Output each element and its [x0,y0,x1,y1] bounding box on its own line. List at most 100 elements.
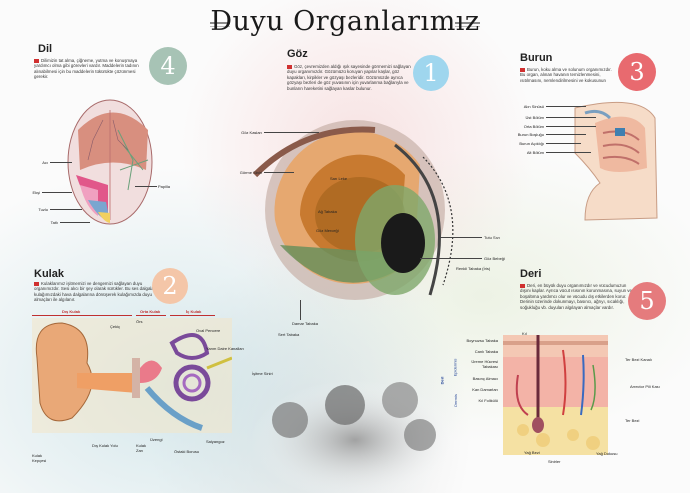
kulak-bar-orta [136,315,166,316]
kulak-section-orta: Orta Kulak [140,309,161,314]
burun-line-5 [546,143,581,144]
dil-number: 4 [160,52,176,80]
goz-line-gorme [264,172,294,173]
dil-text: Dilimizin tat alma, çiğneme, yutma ve ko… [34,58,144,80]
kulak-bullet [34,281,39,286]
tongue-illustration [67,99,153,225]
kulak-label-ostaki: Östaki Borusu [174,449,200,454]
deri-label-arrector: Arrector Pili Kası [630,384,660,389]
goz-text-body: Göz, çevremizden aldığı ışık sayesinde g… [287,64,411,91]
nose-illustration [574,101,658,221]
burun-number-badge: 3 [618,53,656,91]
goz-label-goz-bebegi: Göz Bebeği [484,256,505,261]
people-photo [250,380,460,493]
kulak-label-kulak-kepcesi: Kulak Kepçesi [32,453,47,463]
kulak-label-oval-pencere: Oval Pencere [196,328,221,333]
dil-line-eksi [42,192,72,193]
burun-line-6 [546,152,591,153]
goz-label-sert-tabaka: Sert Tabaka [278,332,300,337]
goz-label-ag-tabaka: Ağ Tabaka [318,209,337,214]
dil-line-tuzlu [50,209,82,210]
title-rule-right [455,22,480,27]
dil-line-aci [50,162,72,163]
burun-text-body: Burun, koku alma ve solunum organımızdır… [520,67,612,83]
kulak-number-badge: 2 [152,268,188,304]
burun-label-alt-bolum: Alt Bölüm [526,150,544,155]
kulak-section-dis: Dış Kulak [62,309,81,314]
burun-label-orta-bolum: Orta Bölüm [523,124,544,129]
kulak-text: Kulaklarımız işitmemizi ve dengemizi sağ… [34,281,160,303]
dil-line-papilla [135,186,157,187]
dil-text-body: Dilimizin tat alma, çiğneme, yutma ve ko… [34,58,139,80]
burun-label-ust-bolum: Üst Bölüm [525,115,544,120]
burun-title: Burun [520,52,553,64]
goz-label-tutu-sivi: Tutu Sıvı [484,235,500,240]
deri-number: 5 [639,287,655,315]
goz-number-badge: 1 [413,55,449,91]
goz-title: Göz [287,48,308,60]
goz-label-renkli-tabaka: Renkli Tabaka (İris) [456,266,491,271]
deri-text-body: Deri, en büyük duyu organımızdır ve vücu… [520,283,632,310]
dil-line-tatli [60,222,90,223]
dil-bullet [34,58,39,63]
dil-title: Dil [38,43,53,55]
burun-text: Burun, koku alma ve solunum organımızdır… [520,67,616,83]
dil-label-aci: Acı [42,160,48,165]
deri-label-uremme: Üreme Hücresi Tabakası [471,359,498,369]
goz-number: 1 [423,59,439,87]
skin-illustration [503,335,608,455]
kulak-label-salyangoz: Salyangoz [206,439,225,444]
deri-label-basinc: Basınç Almacı [472,376,498,381]
burun-line-1 [546,106,586,107]
dil-label-tatli: Tatlı [50,220,58,225]
kulak-bar-dis [32,315,132,316]
kulak-number: 2 [162,272,178,300]
goz-label-gorme-siniri: Görme Siniri [239,170,262,175]
dil-number-badge: 4 [149,47,187,85]
goz-line-kaslar [264,132,319,133]
kulak-label-uzengi: Üzengi [150,437,163,442]
deri-label-ter-bezi: Ter Bezi [625,418,640,423]
burun-label-burun-aciklig: Burun Açıklığı [519,141,544,146]
deri-label-kan: Kan Damarları [472,387,498,392]
goz-line-tutu [440,237,482,238]
deri-label-ter-kanali: Ter Bezi Kanalı [625,357,652,362]
burun-line-2 [546,117,596,118]
kulak-bar-ic [170,315,215,316]
goz-line-bebek [420,258,482,259]
burun-label-alin-sinusu: Alın Sinüsü [523,104,544,109]
deri-title: Deri [520,268,542,280]
deri-label-boynuzsu: Boynuzsu Tabaka [466,338,498,343]
kulak-label-kulak-zari: Kulak Zarı [136,443,147,453]
page-title: Duyu Organlarımız [210,6,480,37]
kulak-label-ors: Örs [136,319,143,324]
deri-label-yag-dokusu: Yağ Dokusu [596,451,618,456]
burun-label-burun-bosl: Burun Boşluğu [517,132,544,137]
goz-label-damar-tabaka: Damar Tabaka [292,321,318,326]
kulak-text-body: Kulaklarımız işitmemizi ve dengemizi sağ… [34,281,157,303]
goz-label-goz-mercegi: Göz Merceği [316,228,339,233]
deri-label-sinir: Sinirler [548,459,561,464]
kulak-title: Kulak [34,268,64,280]
goz-line-damar [300,300,301,320]
goz-text: Göz, çevremizden aldığı ışık sayesinde g… [287,64,412,91]
goz-bullet [287,64,292,69]
goz-label-goz-kaslari: Göz Kasları [241,130,262,135]
burun-line-3 [546,126,596,127]
kulak-label-isitme-siniri: İşitme Siniri [252,371,273,376]
deri-label-kil: Kıl [522,331,527,336]
deri-number-badge: 5 [628,282,666,320]
deri-label-yag-bezi: Yağ Bezi [524,450,540,455]
dil-label-tuzlu: Tuzlu [38,207,48,212]
burun-bullet [520,67,525,72]
deri-bullet [520,283,525,288]
kulak-section-ic: İç Kulak [186,309,202,314]
title-rule-left [210,22,230,27]
kulak-label-yarim-daire: Yarım Daire Kanalları [206,346,244,351]
dil-label-eksi: Ekşi [32,190,40,195]
burun-line-4 [546,134,586,135]
dil-label-papilla: Papilla [158,184,171,189]
goz-label-sari-leke: Sarı Leke [330,176,348,181]
eye-illustration [252,120,454,300]
deri-text: Deri, en büyük duyu organımızdır ve vücu… [520,283,632,310]
